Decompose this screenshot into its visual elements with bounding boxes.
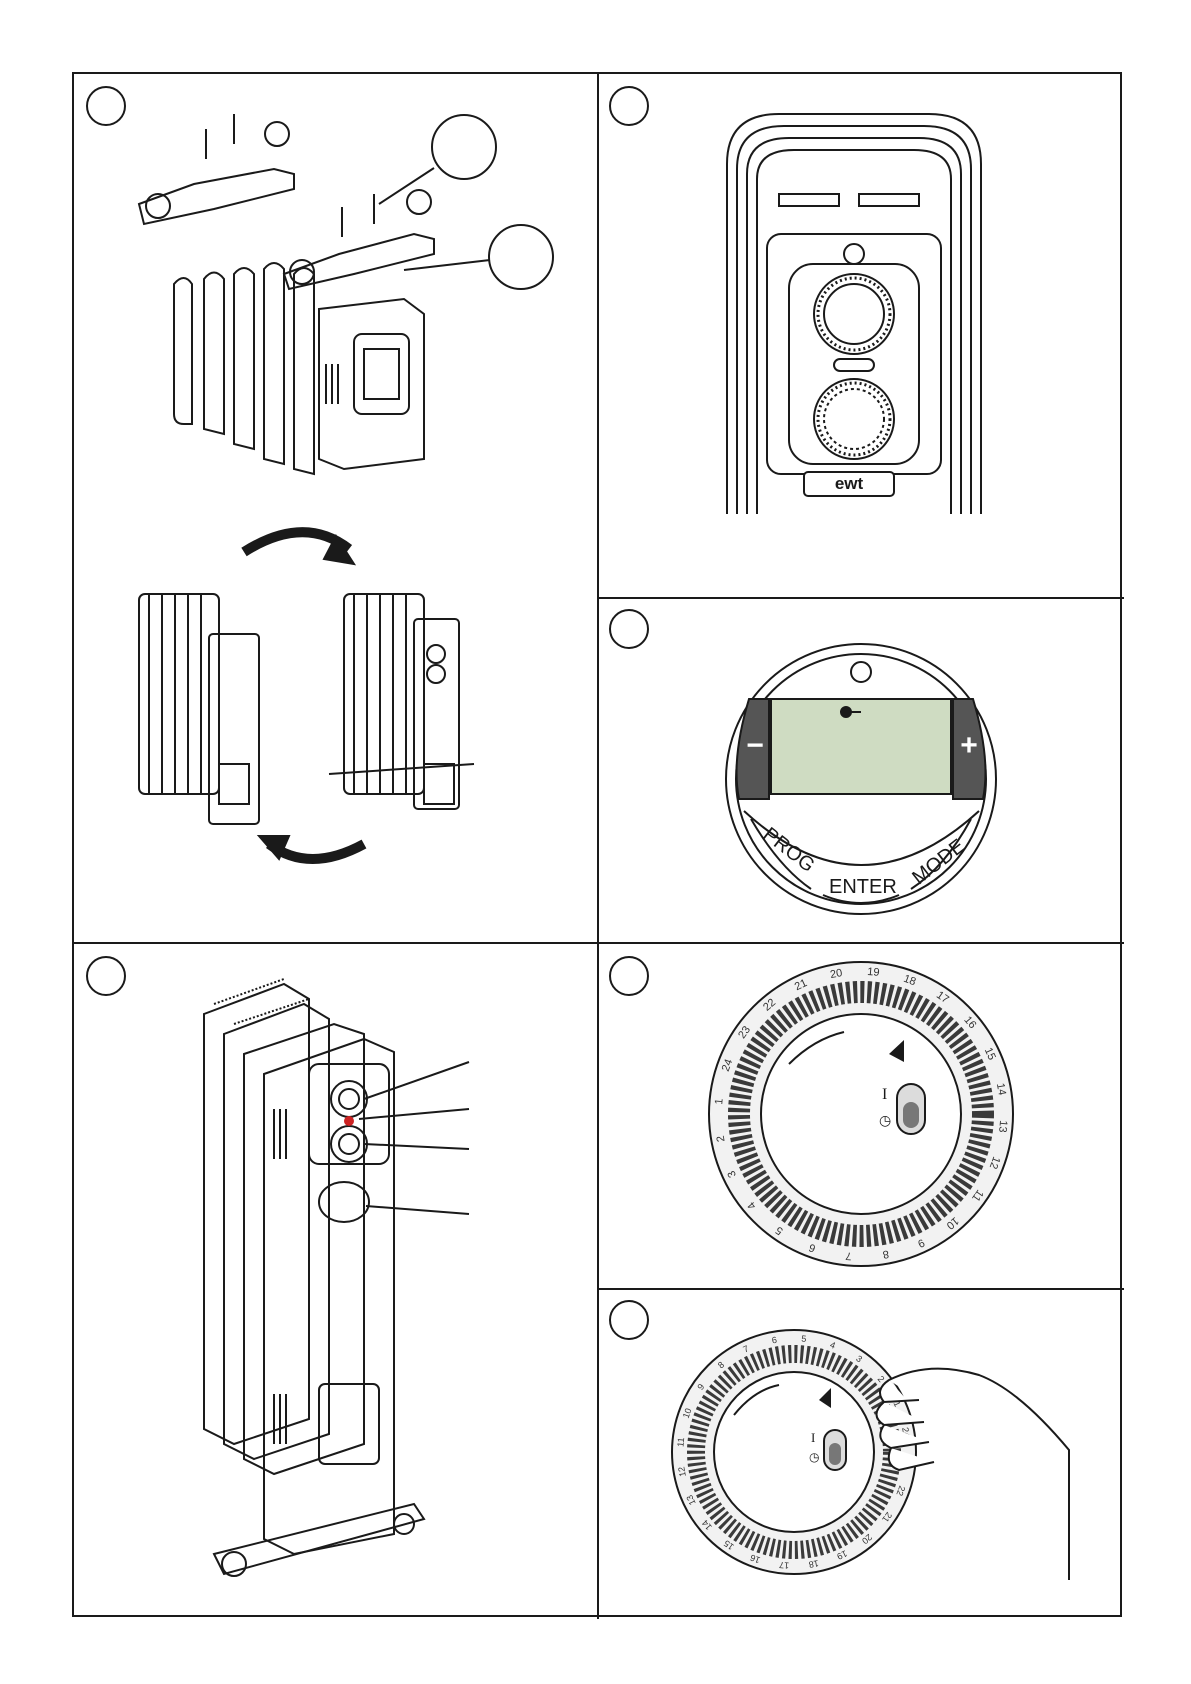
panel-digital-controller: − + PROG ENTER MODE <box>599 599 1124 942</box>
enter-button-label[interactable]: ENTER <box>829 876 897 899</box>
dial-inner-face <box>714 1372 874 1532</box>
hour-label: 1 <box>713 1098 725 1105</box>
callout-circle-screw <box>432 115 496 179</box>
bottom-timer-dial <box>814 379 894 459</box>
hour-label: 12 <box>676 1466 688 1478</box>
indicator-light <box>344 1116 354 1126</box>
panel-timer-setting: 654321242322212019181716151413121110987 … <box>599 1290 1124 1619</box>
hour-label: 17 <box>779 1560 790 1571</box>
top-dial <box>814 274 894 354</box>
hour-label: 5 <box>801 1334 807 1344</box>
switch-timer-icon: ◷ <box>879 1112 891 1129</box>
display-window <box>319 1182 369 1222</box>
plus-label[interactable]: + <box>955 729 983 763</box>
panel-control-front: ewt <box>599 74 1124 597</box>
brand-label: ewt <box>804 472 894 496</box>
timer-setting-illustration: 654321242322212019181716151413121110987 <box>599 1290 1124 1619</box>
hour-label: 11 <box>675 1437 686 1447</box>
feet-assembly-illustration <box>74 74 597 942</box>
hour-label: 14 <box>994 1082 1008 1096</box>
minus-label[interactable]: − <box>741 729 769 763</box>
control-front-illustration <box>599 74 1124 597</box>
hour-label: 13 <box>996 1120 1009 1133</box>
hour-label: 18 <box>808 1558 820 1570</box>
switch-on-label: I <box>811 1430 815 1446</box>
lcd-screen <box>771 699 951 794</box>
figure-grid: ewt − + PROG ENTER MODE <box>72 72 1122 1617</box>
panel-feet-assembly <box>74 74 597 942</box>
switch-timer-icon: ◷ <box>809 1450 819 1464</box>
switch-on-label: I <box>882 1086 887 1104</box>
dial-inner-face <box>761 1014 961 1214</box>
callout-circle-foot <box>489 225 553 289</box>
heater-overview-illustration <box>74 944 597 1619</box>
panel-heater-overview <box>74 944 597 1619</box>
thermostat-knob <box>331 1081 367 1117</box>
timer-knob <box>331 1126 367 1162</box>
hour-label: 7 <box>845 1249 852 1261</box>
hour-label: 20 <box>829 967 843 981</box>
hour-label: 19 <box>867 966 880 979</box>
